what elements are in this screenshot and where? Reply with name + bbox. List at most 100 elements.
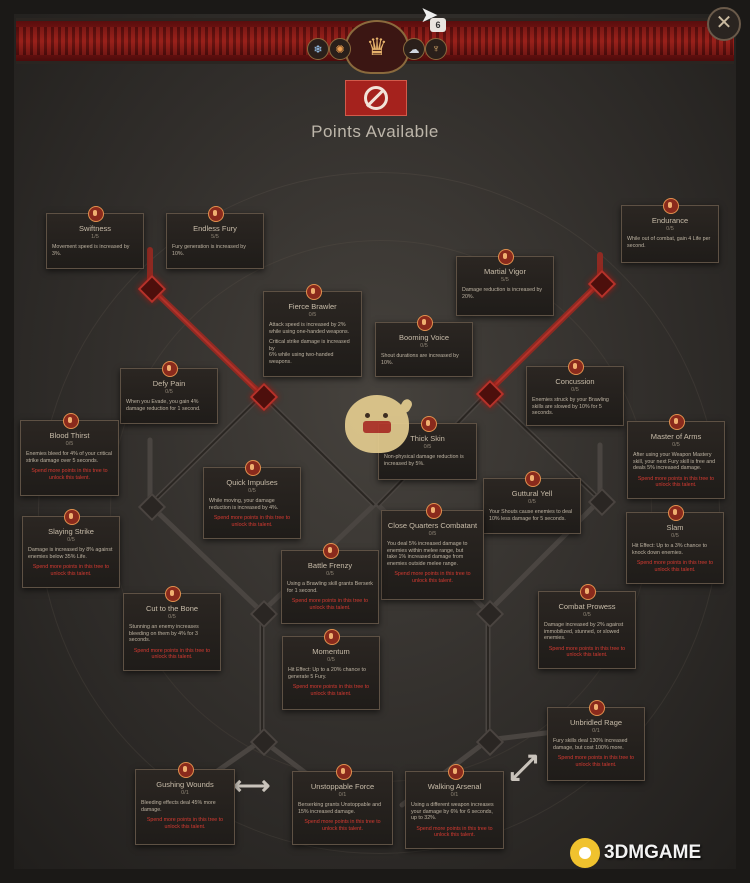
talent-rank: 0/1 xyxy=(338,792,347,798)
talent-description: Enemies struck by your Brawling skills a… xyxy=(532,397,609,417)
talent-description: While out of combat, gain 4 Life per sec… xyxy=(627,236,711,249)
talent-rank: 0/5 xyxy=(65,441,74,447)
talent-rank: 0/5 xyxy=(583,612,591,618)
talent-node-battle-frenzy[interactable]: Battle Frenzy 0/5 Using a Brawling skill… xyxy=(281,543,379,624)
talent-node-endless-fury[interactable]: Endless Fury 5/5 Fury generation is incr… xyxy=(166,206,264,269)
talent-title: Fierce Brawler xyxy=(288,302,337,311)
talent-title: Booming Voice xyxy=(398,333,450,342)
talent-title: Unbridled Rage xyxy=(569,718,623,727)
talent-requirement: Spend more points in this tree to unlock… xyxy=(32,564,110,577)
talent-rank: 0/5 xyxy=(571,387,579,393)
talent-title: Slam xyxy=(666,523,684,532)
talent-rank: 0/5 xyxy=(428,531,437,537)
talent-node-quick-impulses[interactable]: Quick Impulses 0/5 While moving, your da… xyxy=(203,460,301,539)
talent-node-defy-pain[interactable]: Defy Pain 0/5 When you Evade, you gain 4… xyxy=(120,361,218,424)
close-quarters-combatant-icon xyxy=(425,503,442,519)
talent-node-walking-arsenal[interactable]: Walking Arsenal 0/1 Using a different we… xyxy=(405,764,504,849)
talent-node-close-quarters-combatant[interactable]: Close Quarters Combatant 0/5 You deal 5%… xyxy=(381,503,484,600)
talent-node-gushing-wounds[interactable]: Gushing Wounds 0/1 Bleeding effects deal… xyxy=(135,762,235,845)
talent-title: Blood Thirst xyxy=(49,431,90,440)
talent-node-endurance[interactable]: Endurance 0/5 While out of combat, gain … xyxy=(621,198,719,263)
talent-requirement: Spend more points in this tree to unlock… xyxy=(213,515,291,528)
talent-description: After using your Weapon Mastery skill, y… xyxy=(633,452,716,472)
talent-description: Stunning an enemy increases bleeding on … xyxy=(129,624,199,644)
mascot-sticker xyxy=(345,395,414,453)
flame-skill-icon[interactable]: ✺ xyxy=(329,38,351,60)
talent-requirement: Spend more points in this tree to unlock… xyxy=(292,684,370,697)
talent-description: Berserking grants Unstoppable and 15% in… xyxy=(298,802,382,815)
endurance-icon xyxy=(663,198,679,214)
talent-title: Quick Impulses xyxy=(226,478,278,487)
talent-rank: 0/5 xyxy=(327,657,335,663)
talent-title: Combat Prowess xyxy=(558,602,616,611)
unbridled-rage-icon xyxy=(589,700,605,716)
talent-node-booming-voice[interactable]: Booming Voice 0/5 Shout durations are in… xyxy=(375,315,473,377)
talent-description: Attack speed is increased by 2% while us… xyxy=(269,322,350,335)
cloud-skill-icon[interactable]: ☁ xyxy=(403,38,425,60)
fierce-brawler-icon xyxy=(305,284,322,300)
talent-description: Damage reduction is increased by 20%. xyxy=(462,287,543,300)
talent-title: Guttural Yell xyxy=(511,489,553,498)
talent-requirement: Spend more points in this tree to unlock… xyxy=(416,825,493,839)
talent-description: Enemies bleed for 4% of your critical st… xyxy=(26,451,112,464)
talent-description: Using a different weapon increases your … xyxy=(411,802,494,822)
talent-node-slam[interactable]: Slam 0/5 Hit Effect: Up to a 3% chance t… xyxy=(626,505,724,584)
close-button[interactable]: ✕ xyxy=(707,7,741,41)
talent-rank: 1/5 xyxy=(91,234,99,240)
horn-skill-icon[interactable]: ♆ xyxy=(425,38,447,60)
talent-title: Thick Skin xyxy=(410,434,445,443)
talent-title: Swiftness xyxy=(78,224,112,233)
talent-node-thick-skin[interactable]: Thick Skin 0/5 Non-physical damage reduc… xyxy=(378,416,477,480)
talent-description: Hit Effect: Up to a 3% chance to knock d… xyxy=(632,543,707,556)
talent-title: Concussion xyxy=(555,377,595,386)
talent-requirement: Spend more points in this tree to unlock… xyxy=(636,560,714,573)
talent-rank: 0/5 xyxy=(671,533,679,539)
watermark-logo-icon xyxy=(570,838,600,868)
martial-vigor-icon xyxy=(498,249,514,265)
talent-node-slaying-strike[interactable]: Slaying Strike 0/5 Damage is increased b… xyxy=(22,509,120,588)
talent-node-master-of-arms[interactable]: Master of Arms 0/5 After using your Weap… xyxy=(627,414,725,499)
talent-rank: 5/5 xyxy=(211,234,219,240)
talent-title: Martial Vigor xyxy=(484,267,526,276)
talent-description: Shout durations are increased by 10%. xyxy=(381,353,459,366)
talent-title: Cut to the Bone xyxy=(145,604,199,613)
guttural-yell-icon xyxy=(525,471,541,487)
gushing-wounds-icon xyxy=(178,762,194,778)
momentum-icon xyxy=(324,629,340,645)
talent-rank: 0/5 xyxy=(326,571,334,577)
battle-frenzy-icon xyxy=(323,543,339,559)
talent-node-unbridled-rage[interactable]: Unbridled Rage 0/1 Fury skills deal 130%… xyxy=(547,700,645,781)
talent-requirement: Spend more points in this tree to unlock… xyxy=(394,571,471,584)
talent-node-combat-prowess[interactable]: Combat Prowess 0/5 Damage increased by 2… xyxy=(538,584,636,669)
talent-title: Close Quarters Combatant xyxy=(387,521,478,530)
talent-node-unstoppable-force[interactable]: Unstoppable Force 0/1 Berserking grants … xyxy=(292,764,393,845)
thick-skin-icon xyxy=(420,416,437,432)
talent-rank: 5/5 xyxy=(501,277,509,283)
cold-skill-icon[interactable]: ❄ xyxy=(307,38,329,60)
unstoppable-force-icon xyxy=(335,764,352,780)
talent-description: Fury skills deal 130% increased damage, … xyxy=(553,738,628,751)
slaying-strike-icon xyxy=(64,509,80,525)
no-points-icon xyxy=(345,80,407,116)
talent-node-concussion[interactable]: Concussion 0/5 Enemies struck by your Br… xyxy=(526,359,624,426)
points-available-title: Points Available xyxy=(311,122,439,141)
talent-node-cut-to-the-bone[interactable]: Cut to the Bone 0/5 Stunning an enemy in… xyxy=(123,586,221,671)
talent-node-momentum[interactable]: Momentum 0/5 Hit Effect: Up to a 20% cha… xyxy=(282,629,380,710)
talent-requirement: Spend more points in this tree to unlock… xyxy=(291,598,369,611)
talent-requirement: Spend more points in this tree to unlock… xyxy=(557,755,635,768)
talent-description: Fury generation is increased by 10%. xyxy=(172,244,246,257)
talent-rank: 0/5 xyxy=(672,442,680,448)
talent-node-blood-thirst[interactable]: Blood Thirst 0/5 Enemies bleed for 4% of… xyxy=(20,413,119,496)
talent-rank: 0/5 xyxy=(165,389,173,395)
points-available-panel: Points Available xyxy=(290,78,460,148)
talent-node-martial-vigor[interactable]: Martial Vigor 5/5 Damage reduction is in… xyxy=(456,249,554,316)
master-of-arms-icon xyxy=(669,414,685,430)
talent-description: Non-physical damage reduction is increas… xyxy=(384,454,464,467)
endless-fury-icon xyxy=(208,206,224,222)
talent-node-guttural-yell[interactable]: Guttural Yell 0/5 Your Shouts cause enem… xyxy=(483,471,581,534)
talent-requirement: Spend more points in this tree to unlock… xyxy=(637,475,715,489)
talent-node-swiftness[interactable]: Swiftness 1/5 Movement speed is increase… xyxy=(46,206,144,269)
talent-node-fierce-brawler[interactable]: Fierce Brawler 0/5 Attack speed is incre… xyxy=(263,284,362,377)
talent-title: Gushing Wounds xyxy=(156,780,214,789)
